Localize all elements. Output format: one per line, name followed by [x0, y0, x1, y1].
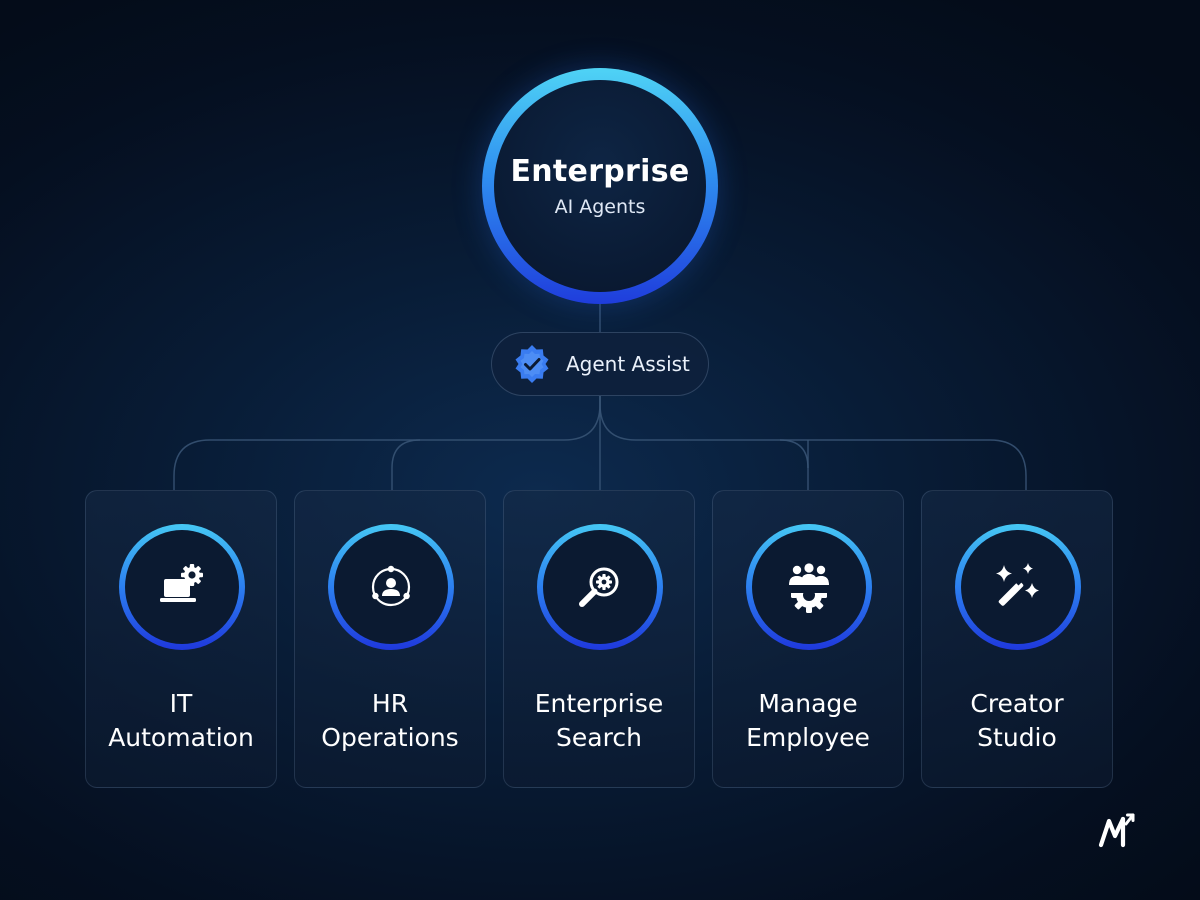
card-label-line2: Employee	[746, 723, 870, 752]
agent-assist-pill: Agent Assist	[491, 332, 709, 396]
card-label-line2: Studio	[977, 723, 1057, 752]
card-label: HR Operations	[295, 687, 485, 755]
agent-assist-label: Agent Assist	[566, 352, 690, 376]
card-label: IT Automation	[86, 687, 276, 755]
people-network-icon	[371, 565, 411, 607]
card-icon-ring	[955, 524, 1081, 650]
team-gear-icon	[789, 563, 829, 613]
card-label: Creator Studio	[922, 687, 1112, 755]
card-label: Enterprise Search	[504, 687, 694, 755]
card-label-line1: Creator	[970, 689, 1064, 718]
card-label-line1: Manage	[758, 689, 858, 718]
card-label-line1: Enterprise	[534, 689, 664, 718]
hub-inner: Enterprise AI Agents	[494, 80, 706, 292]
card-creator-studio[interactable]: Creator Studio	[921, 490, 1113, 788]
card-icon-ring	[328, 524, 454, 650]
magnifier-gear-icon	[579, 567, 619, 607]
enterprise-ai-agents-hub: Enterprise AI Agents	[482, 68, 718, 304]
card-icon-ring	[537, 524, 663, 650]
card-enterprise-search[interactable]: Enterprise Search	[503, 490, 695, 788]
brand-logo-icon	[1098, 813, 1135, 848]
card-manage-employee[interactable]: Manage Employee	[712, 490, 904, 788]
card-label-line2: Operations	[321, 723, 459, 752]
card-icon-ring	[119, 524, 245, 650]
verified-badge-icon	[515, 345, 549, 383]
card-label-line1: HR	[371, 689, 409, 718]
card-icon-ring	[746, 524, 872, 650]
card-label: Manage Employee	[713, 687, 903, 755]
card-it-automation[interactable]: IT Automation	[85, 490, 277, 788]
hub-subtitle: AI Agents	[554, 196, 646, 218]
card-label-line1: IT	[169, 689, 193, 718]
card-label-line2: Search	[556, 723, 642, 752]
magic-wand-icon	[996, 563, 1039, 606]
card-hr-operations[interactable]: HR Operations	[294, 490, 486, 788]
laptop-gear-icon	[160, 564, 203, 602]
card-label-line2: Automation	[108, 723, 254, 752]
hub-title: Enterprise	[510, 154, 690, 189]
